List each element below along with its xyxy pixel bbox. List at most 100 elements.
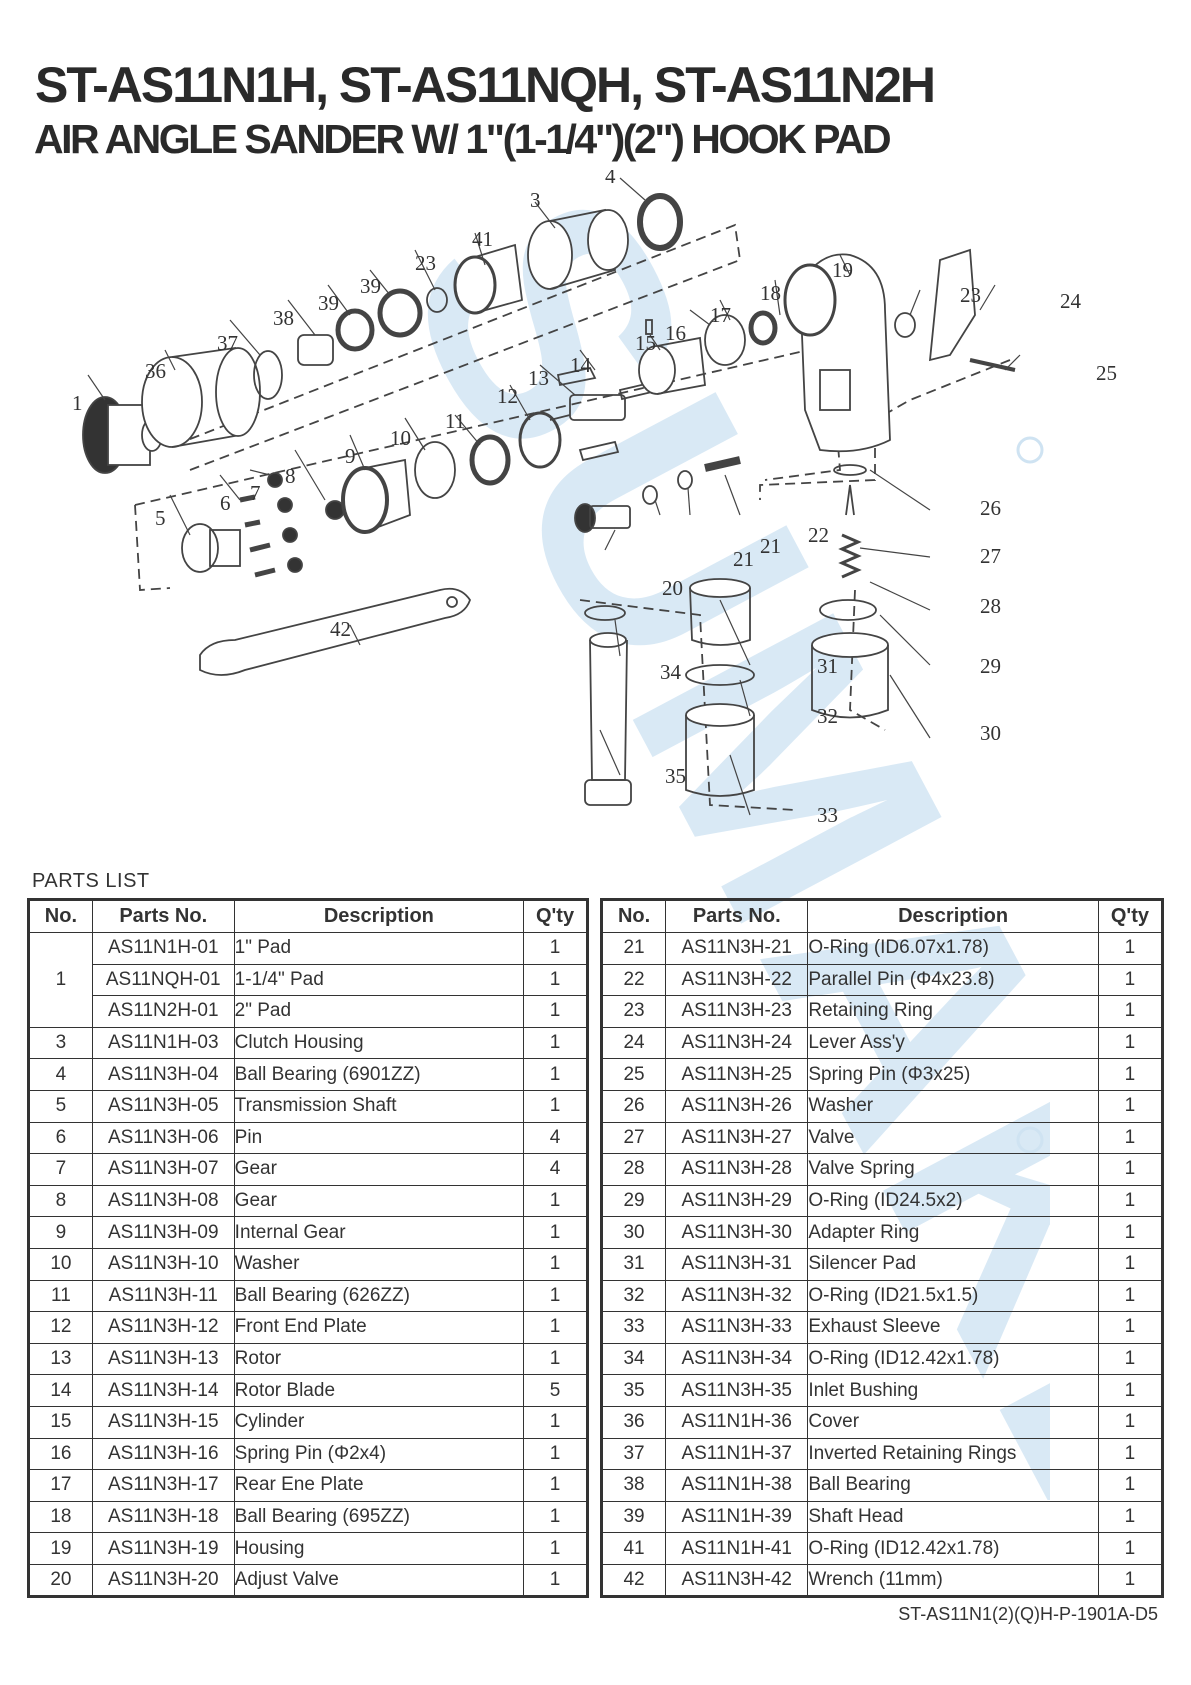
callout-23a: 23	[415, 251, 436, 275]
callout-39b: 39	[360, 274, 381, 298]
header-qty: Q'ty	[523, 899, 588, 933]
cell-description: Exhaust Sleeve	[807, 1311, 1099, 1344]
header-parts-no: Parts No.	[91, 899, 235, 933]
cell-parts-no: AS11N3H-30	[665, 1216, 809, 1249]
callout-23b: 23	[960, 283, 981, 307]
callout-22: 22	[808, 523, 829, 547]
document-code: ST-AS11N1(2)(Q)H-P-1901A-D5	[898, 1604, 1158, 1624]
header-qty: Q'ty	[1097, 899, 1164, 933]
cell-no: 30	[600, 1216, 667, 1249]
cell-parts-no: AS11N3H-12	[91, 1311, 235, 1344]
diagram-callouts: 1 3 4 5 6 7 8 9 10 11 12 13 14 15 16 17 …	[72, 170, 1117, 827]
callout-26: 26	[980, 496, 1001, 520]
adjust-valve-part	[574, 503, 631, 533]
cell-description: Ball Bearing (695ZZ)	[233, 1500, 525, 1534]
cell-qty: 1	[523, 963, 588, 997]
exhaust-sleeve-part	[685, 703, 755, 797]
callout-11: 11	[445, 409, 465, 433]
cell-no: 22	[600, 963, 667, 997]
callout-38: 38	[273, 306, 294, 330]
cell-description: Adapter Ring	[807, 1216, 1099, 1249]
cell-parts-no: AS11N1H-38	[665, 1469, 809, 1502]
cell-parts-no: AS11N3H-13	[91, 1342, 235, 1376]
cell-no: 8	[28, 1184, 93, 1218]
cell-qty: 1	[1097, 1153, 1164, 1186]
callout-4: 4	[605, 170, 616, 188]
rotor-blade-part	[556, 366, 654, 462]
header-no: No.	[600, 899, 667, 933]
cell-qty: 1	[1097, 1121, 1164, 1155]
cell-parts-no: AS11N3H-21	[665, 932, 809, 965]
cover-part	[141, 346, 261, 448]
header-description: Description	[807, 899, 1099, 933]
cell-description: Ball Bearing (6901ZZ)	[233, 1058, 525, 1091]
cell-description: Spring Pin (Φ2x4)	[233, 1437, 525, 1471]
oring-sleeve-part	[453, 243, 523, 315]
rotor-part	[549, 394, 626, 421]
adapter-ring-part	[811, 632, 889, 719]
bearing-626-part	[469, 434, 511, 486]
cell-qty: 1	[1097, 1532, 1164, 1565]
cell-parts-no: AS11N3H-28	[665, 1153, 809, 1186]
cell-qty: 1	[523, 1247, 588, 1281]
cell-description: Cylinder	[233, 1405, 525, 1439]
cell-parts-no: AS11N1H-01	[91, 932, 235, 965]
rear-end-plate-part	[704, 314, 746, 366]
callout-41: 41	[472, 227, 493, 251]
cell-parts-no: AS11N3H-24	[665, 1026, 809, 1060]
cell-parts-no: AS11N3H-11	[91, 1279, 235, 1313]
callout-30: 30	[980, 721, 1001, 745]
callout-28: 28	[980, 594, 1001, 618]
cell-qty: 4	[523, 1153, 588, 1186]
cell-parts-no: AS11N3H-35	[665, 1374, 809, 1407]
cell-parts-no: AS11N3H-31	[665, 1247, 809, 1281]
spring-pin-part	[645, 319, 653, 335]
cell-qty: 1	[1097, 1405, 1164, 1439]
cell-parts-no: AS11N3H-19	[91, 1532, 235, 1565]
cell-parts-no: AS11N3H-33	[665, 1311, 809, 1344]
page-subtitle: AIR ANGLE SANDER W/ 1"(1-1/4")(2") HOOK …	[34, 116, 892, 162]
cell-no: 14	[28, 1374, 93, 1407]
cell-no: 42	[600, 1563, 667, 1598]
header-no: No.	[28, 899, 93, 933]
callout-42: 42	[330, 617, 351, 641]
callout-13: 13	[528, 366, 549, 390]
cell-qty: 1	[523, 932, 588, 965]
bearing-695-part	[748, 310, 778, 346]
cell-description: 2" Pad	[233, 995, 525, 1028]
retaining-ring-right	[894, 312, 916, 338]
callout-1: 1	[72, 391, 83, 415]
cell-description: Adjust Valve	[233, 1563, 525, 1598]
cell-qty: 1	[1097, 1500, 1164, 1534]
callout-9: 9	[345, 444, 356, 468]
parts-list-label: PARTS LIST	[32, 870, 150, 892]
callout-36: 36	[145, 359, 166, 383]
cell-no: 32	[600, 1279, 667, 1313]
assembly-line-exhaust	[579, 599, 796, 811]
cell-qty: 1	[1097, 1469, 1164, 1502]
inlet-bushing-part	[584, 632, 632, 806]
cell-no: 13	[28, 1342, 93, 1376]
cell-parts-no: AS11N3H-25	[665, 1058, 809, 1091]
cell-qty: 1	[523, 1311, 588, 1344]
cell-qty: 1	[523, 1469, 588, 1502]
cell-description: O-Ring (ID21.5x1.5)	[807, 1279, 1099, 1313]
cell-no: 4	[28, 1058, 93, 1091]
cell-description: Cover	[807, 1405, 1099, 1439]
cell-description: Rotor	[233, 1342, 525, 1376]
